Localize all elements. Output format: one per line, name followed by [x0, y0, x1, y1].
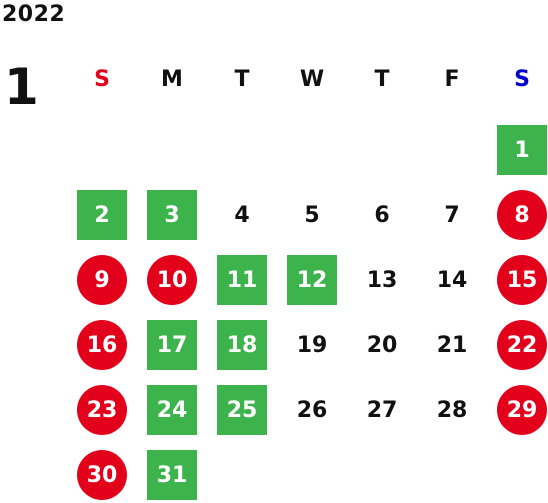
weekday-header-tue: T [234, 67, 250, 92]
day-cell-9[interactable]: 9 [77, 255, 127, 305]
day-cell-7[interactable]: 7 [444, 202, 460, 228]
weekday-header-fri: F [444, 67, 460, 92]
day-cell-31[interactable]: 31 [147, 450, 197, 500]
weekday-header-thu: T [374, 67, 390, 92]
day-cell-8[interactable]: 8 [497, 190, 547, 240]
day-cell-16[interactable]: 16 [77, 320, 127, 370]
day-cell-14[interactable]: 14 [436, 267, 468, 293]
month-number: 1 [4, 58, 39, 116]
day-cell-13[interactable]: 13 [366, 267, 398, 293]
day-cell-12[interactable]: 12 [287, 255, 337, 305]
day-cell-19[interactable]: 19 [296, 332, 328, 358]
day-cell-25[interactable]: 25 [217, 385, 267, 435]
day-cell-27[interactable]: 27 [366, 397, 398, 423]
day-cell-4[interactable]: 4 [234, 202, 250, 228]
day-cell-1[interactable]: 1 [497, 125, 547, 175]
year-label: 2022 [2, 2, 66, 27]
day-cell-15[interactable]: 15 [497, 255, 547, 305]
day-cell-17[interactable]: 17 [147, 320, 197, 370]
day-cell-22[interactable]: 22 [497, 320, 547, 370]
weekday-header-wed: W [299, 67, 325, 92]
day-cell-23[interactable]: 23 [77, 385, 127, 435]
weekday-header-sat: S [514, 67, 530, 92]
day-cell-28[interactable]: 28 [436, 397, 468, 423]
day-cell-11[interactable]: 11 [217, 255, 267, 305]
day-cell-29[interactable]: 29 [497, 385, 547, 435]
day-cell-18[interactable]: 18 [217, 320, 267, 370]
day-cell-3[interactable]: 3 [147, 190, 197, 240]
day-cell-24[interactable]: 24 [147, 385, 197, 435]
day-cell-20[interactable]: 20 [366, 332, 398, 358]
day-cell-2[interactable]: 2 [77, 190, 127, 240]
day-cell-26[interactable]: 26 [296, 397, 328, 423]
weekday-header-mon: M [161, 67, 183, 92]
day-cell-10[interactable]: 10 [147, 255, 197, 305]
day-cell-21[interactable]: 21 [436, 332, 468, 358]
day-cell-30[interactable]: 30 [77, 450, 127, 500]
day-cell-5[interactable]: 5 [304, 202, 320, 228]
day-cell-6[interactable]: 6 [374, 202, 390, 228]
weekday-header-sun: S [94, 67, 110, 92]
